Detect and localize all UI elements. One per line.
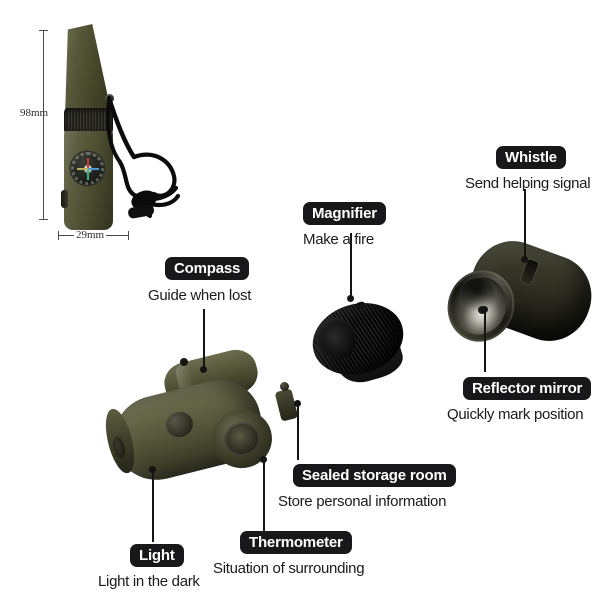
leader-dot-whistle <box>521 256 528 263</box>
light-switch <box>61 190 68 208</box>
leader-line-thermometer <box>263 460 265 532</box>
dimension-height-cap-bottom <box>39 219 48 220</box>
leader-dot-reflector-mirror <box>481 306 488 313</box>
callout-chip-sealed-storage-room[interactable]: Sealed storage room <box>293 464 456 487</box>
dimension-height-line <box>43 30 44 219</box>
product-photo-reflector-head <box>437 229 600 370</box>
callout-caption-compass: Guide when lost <box>148 287 252 304</box>
leader-dot-magnifier <box>347 295 354 302</box>
product-photo-main-body <box>100 345 318 502</box>
callout-caption-magnifier: Make a fire <box>303 231 374 248</box>
callout-caption-thermometer: Situation of surrounding <box>213 560 365 577</box>
callout-chip-reflector-mirror[interactable]: Reflector mirror <box>463 377 592 400</box>
callout-chip-thermometer[interactable]: Thermometer <box>240 531 352 554</box>
product-photo-assembled-whistle <box>58 24 181 234</box>
storage-latch-pin <box>280 382 289 391</box>
callout-caption-sealed-storage-room: Store personal information <box>278 493 447 510</box>
dimension-height-cap-top <box>39 30 48 31</box>
leader-dot-thermometer <box>260 456 267 463</box>
leader-line-whistle <box>524 189 526 261</box>
leader-line-light <box>152 470 154 542</box>
callout-chip-compass[interactable]: Compass <box>165 257 250 280</box>
callout-caption-whistle: Send helping signal <box>465 175 591 192</box>
lanyard-knot <box>131 190 157 210</box>
leader-dot-sealed-storage <box>294 400 301 407</box>
leader-dot-light <box>149 466 156 473</box>
callout-chip-light[interactable]: Light <box>130 544 184 567</box>
callout-caption-reflector-mirror: Quickly mark position <box>447 406 584 423</box>
leader-dot-compass <box>200 366 207 373</box>
lanyard-cord <box>106 95 181 219</box>
leader-line-reflector-mirror <box>484 310 486 372</box>
callout-chip-magnifier[interactable]: Magnifier <box>303 202 386 225</box>
callout-chip-whistle[interactable]: Whistle <box>496 146 566 169</box>
knurled-grip-band <box>64 108 113 134</box>
lanyard-clip <box>128 204 155 219</box>
callout-caption-light: Light in the dark <box>98 573 200 590</box>
compass-dial <box>71 152 104 185</box>
dimension-width-cap-left <box>58 231 59 240</box>
leader-line-sealed-storage <box>297 404 299 460</box>
compass-mount-point <box>180 358 188 366</box>
dimension-height-label: 98mm <box>20 107 49 119</box>
dimension-width-label: 29mm <box>74 229 107 241</box>
leader-line-compass <box>203 309 205 370</box>
leader-line-magnifier <box>350 233 352 299</box>
product-photo-magnifier-ring <box>304 292 412 389</box>
dimension-width-cap-right <box>128 231 129 240</box>
